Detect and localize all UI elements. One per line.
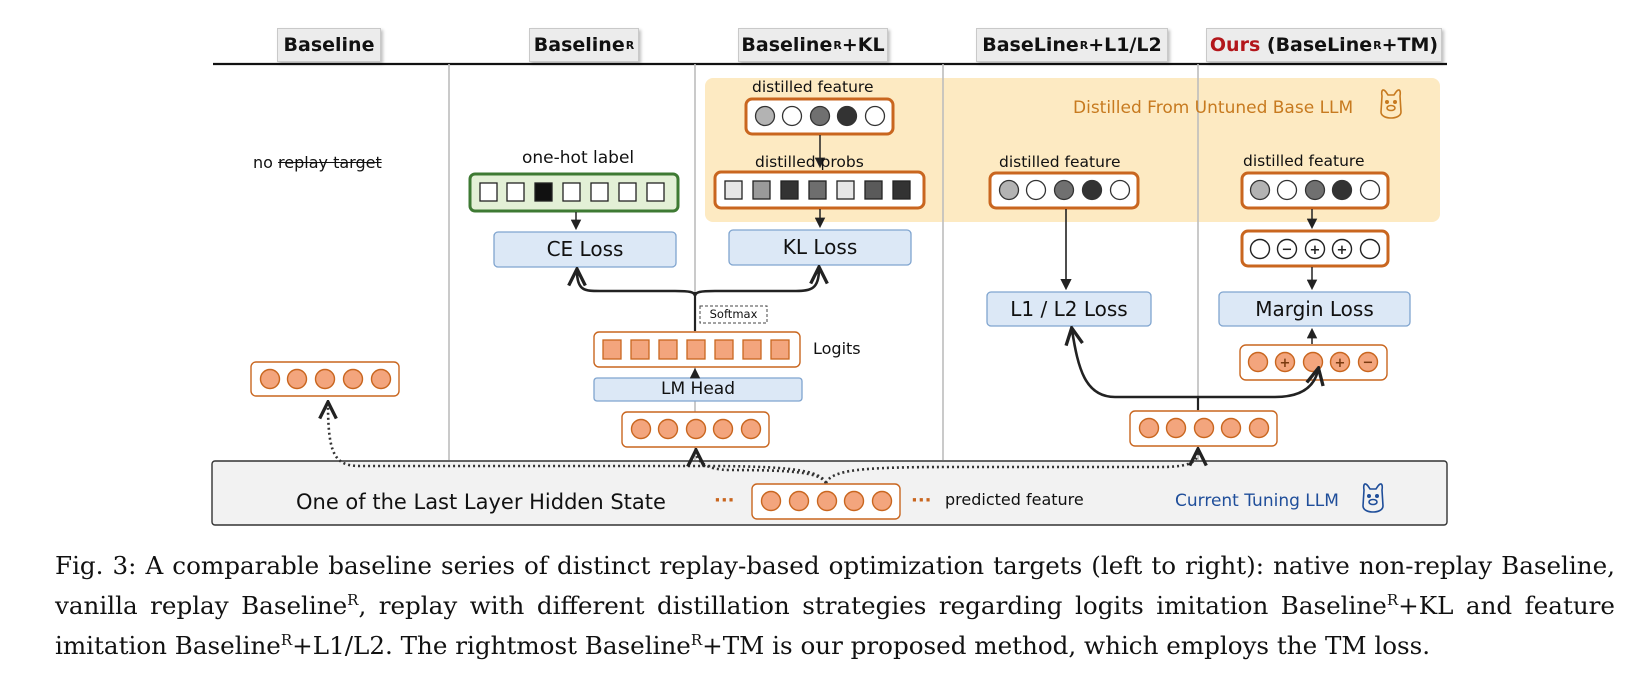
caption-part-2: , replay with different distillation str… xyxy=(358,591,1387,621)
logits-vector xyxy=(593,331,801,368)
softmax-text: Softmax xyxy=(709,307,758,321)
distilled-from-text: Distilled From Untuned Base LLM xyxy=(1073,98,1354,118)
l1l2-distilled-feature-vector xyxy=(988,171,1140,210)
figure-caption: Fig. 3: A comparable baseline series of … xyxy=(55,548,1615,663)
arrows xyxy=(576,135,1318,410)
predicted-feature-vector xyxy=(751,483,901,520)
header-kl-text: Baseline xyxy=(741,34,833,56)
ce-loss-text: CE Loss xyxy=(546,237,624,261)
caption-sup: R xyxy=(690,631,703,650)
caption-part-4: +L1/L2. The rightmost Baseline xyxy=(292,631,691,661)
replay-target-struck: replay target xyxy=(278,153,382,172)
current-tuning-text: Current Tuning LLM xyxy=(1175,491,1339,511)
svg-text:−: − xyxy=(1282,243,1293,258)
svg-text:−: − xyxy=(1363,356,1374,371)
llama-icon xyxy=(1380,89,1402,119)
logits-text: Logits xyxy=(813,339,861,358)
superscript-r: R xyxy=(1079,38,1089,52)
hidden-state-text: One of the Last Layer Hidden State xyxy=(296,490,666,514)
header-ours-suffix: +TM) xyxy=(1381,34,1439,56)
header-l1l2-text: BaseLine xyxy=(982,34,1079,56)
svg-text:+: + xyxy=(1310,243,1321,258)
kl-distilled-feature-text: distilled feature xyxy=(752,78,874,96)
caption-sup: R xyxy=(280,631,293,650)
ours-margin-target-vector: − + + xyxy=(1240,229,1390,268)
svg-text:+: + xyxy=(1280,356,1291,371)
dotted-arrows xyxy=(328,404,1198,484)
svg-text:+: + xyxy=(1337,243,1348,258)
softmax-box xyxy=(699,305,768,324)
one-hot-label-text: one-hot label xyxy=(522,148,635,168)
superscript-r: R xyxy=(625,38,635,52)
margin-loss-box xyxy=(1218,291,1411,327)
llama-icon xyxy=(1362,483,1384,513)
margin-loss-text: Margin Loss xyxy=(1255,297,1374,321)
svg-text:+: + xyxy=(1335,356,1346,371)
l1l2-loss-text: L1 / L2 Loss xyxy=(1010,297,1128,321)
distilled-probs-vector xyxy=(713,170,926,210)
caption-part-5: +TM is our proposed method, which employ… xyxy=(702,631,1431,661)
header-baseline-text: Baseline xyxy=(283,34,375,56)
l1l2-distilled-feature-text: distilled feature xyxy=(999,153,1121,171)
caption-sup: R xyxy=(347,591,359,609)
caption-part-1: Fig. 3: A comparable baseline series of … xyxy=(55,551,1615,621)
no-replay-target-label: no replay target xyxy=(253,153,382,172)
superscript-r: R xyxy=(833,38,842,52)
lm-head-text: LM Head xyxy=(661,379,735,399)
header-l1l2-suffix: +L1/L2 xyxy=(1088,34,1162,56)
ellipsis-right: ··· xyxy=(911,490,932,511)
header-ours-prefix: (BaseLine xyxy=(1266,34,1373,56)
header-kl-suffix: +KL xyxy=(841,34,885,56)
baseline-feature-vector xyxy=(250,361,400,397)
ours-predicted-vector: + + − xyxy=(1239,344,1388,381)
distilled-probs-text: distilled probs xyxy=(755,153,864,171)
shared-feature-vector xyxy=(1129,410,1278,447)
predicted-feature-text: predicted feature xyxy=(945,490,1084,509)
ours-distilled-feature-text: distilled feature xyxy=(1243,152,1365,170)
ellipsis-left: ··· xyxy=(714,490,735,511)
kl-loss-text: KL Loss xyxy=(782,235,858,259)
superscript-r: R xyxy=(1373,38,1382,52)
ours-distilled-feature-vector xyxy=(1240,171,1390,210)
header-ours-word: Ours xyxy=(1209,34,1261,56)
header-baseline-r-text: Baseline xyxy=(533,34,625,56)
no-word: no xyxy=(253,153,273,172)
one-hot-label-vector xyxy=(468,172,680,213)
caption-part-3: +KL and feature imitation Baseline xyxy=(55,591,1615,661)
header-baseline: Baseline xyxy=(277,28,381,62)
kl-distilled-feature-vector xyxy=(744,97,895,136)
caption-sup: R xyxy=(1386,591,1399,609)
baseline-r-feature-vector xyxy=(621,411,770,448)
diagram: − + + + + − xyxy=(211,62,1448,526)
